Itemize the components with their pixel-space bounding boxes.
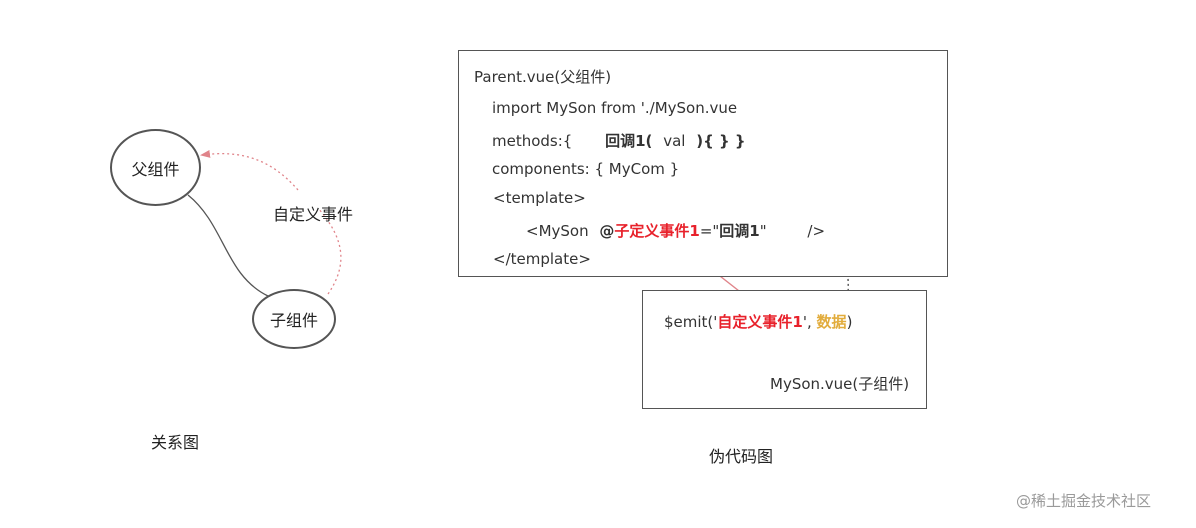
- parent-title: Parent.vue(父组件): [474, 68, 612, 86]
- template-close: </template>: [493, 250, 591, 268]
- code-caption: 伪代码图: [709, 447, 774, 466]
- event-name: 子定义事件1: [614, 222, 700, 240]
- bound-callback: 回调1: [719, 222, 760, 240]
- callback-name: 回调1(: [605, 132, 653, 150]
- emit-event: 自定义事件1: [717, 313, 803, 331]
- quote-close: ": [759, 222, 767, 240]
- callback-param: val: [663, 132, 686, 150]
- methods-line: methods:{ 回调1( val ){ } }: [492, 130, 746, 151]
- child-node-label: 子组件: [269, 311, 318, 330]
- emit-data: 数据: [816, 313, 847, 331]
- watermark: @稀土掘金技术社区: [1016, 492, 1152, 510]
- custom-event-label: 自定义事件: [273, 205, 354, 224]
- child-file-label: MySon.vue(子组件): [770, 375, 910, 393]
- parent-node: 父组件: [110, 129, 201, 206]
- child-code-box: [642, 290, 927, 409]
- custom-event-arrow: [317, 207, 342, 295]
- emit-suffix: ): [846, 313, 853, 331]
- relation-caption: 关系图: [151, 433, 200, 452]
- custom-event-arrow-upper: [200, 149, 299, 191]
- callback-suffix: ){ } }: [696, 132, 746, 150]
- parent-child-link: [187, 194, 269, 297]
- equals-quote: =": [699, 222, 720, 240]
- template-open: <template>: [493, 189, 586, 207]
- components-line: components: { MyCom }: [492, 160, 680, 178]
- emit-line: $emit('自定义事件1', 数据): [664, 311, 852, 332]
- child-node: 子组件: [252, 289, 336, 349]
- parent-code-box: [458, 50, 948, 277]
- methods-prefix: methods:{: [492, 132, 573, 150]
- emit-middle: ',: [802, 313, 817, 331]
- import-line: import MySon from './MySon.vue: [492, 99, 738, 117]
- event-at: @: [599, 222, 615, 240]
- myson-open: <MySon: [526, 222, 589, 240]
- parent-node-label: 父组件: [131, 159, 180, 179]
- self-close: />: [807, 222, 826, 240]
- myson-line: <MySon @子定义事件1="回调1" />: [526, 220, 825, 241]
- emit-prefix: $emit(': [664, 313, 718, 331]
